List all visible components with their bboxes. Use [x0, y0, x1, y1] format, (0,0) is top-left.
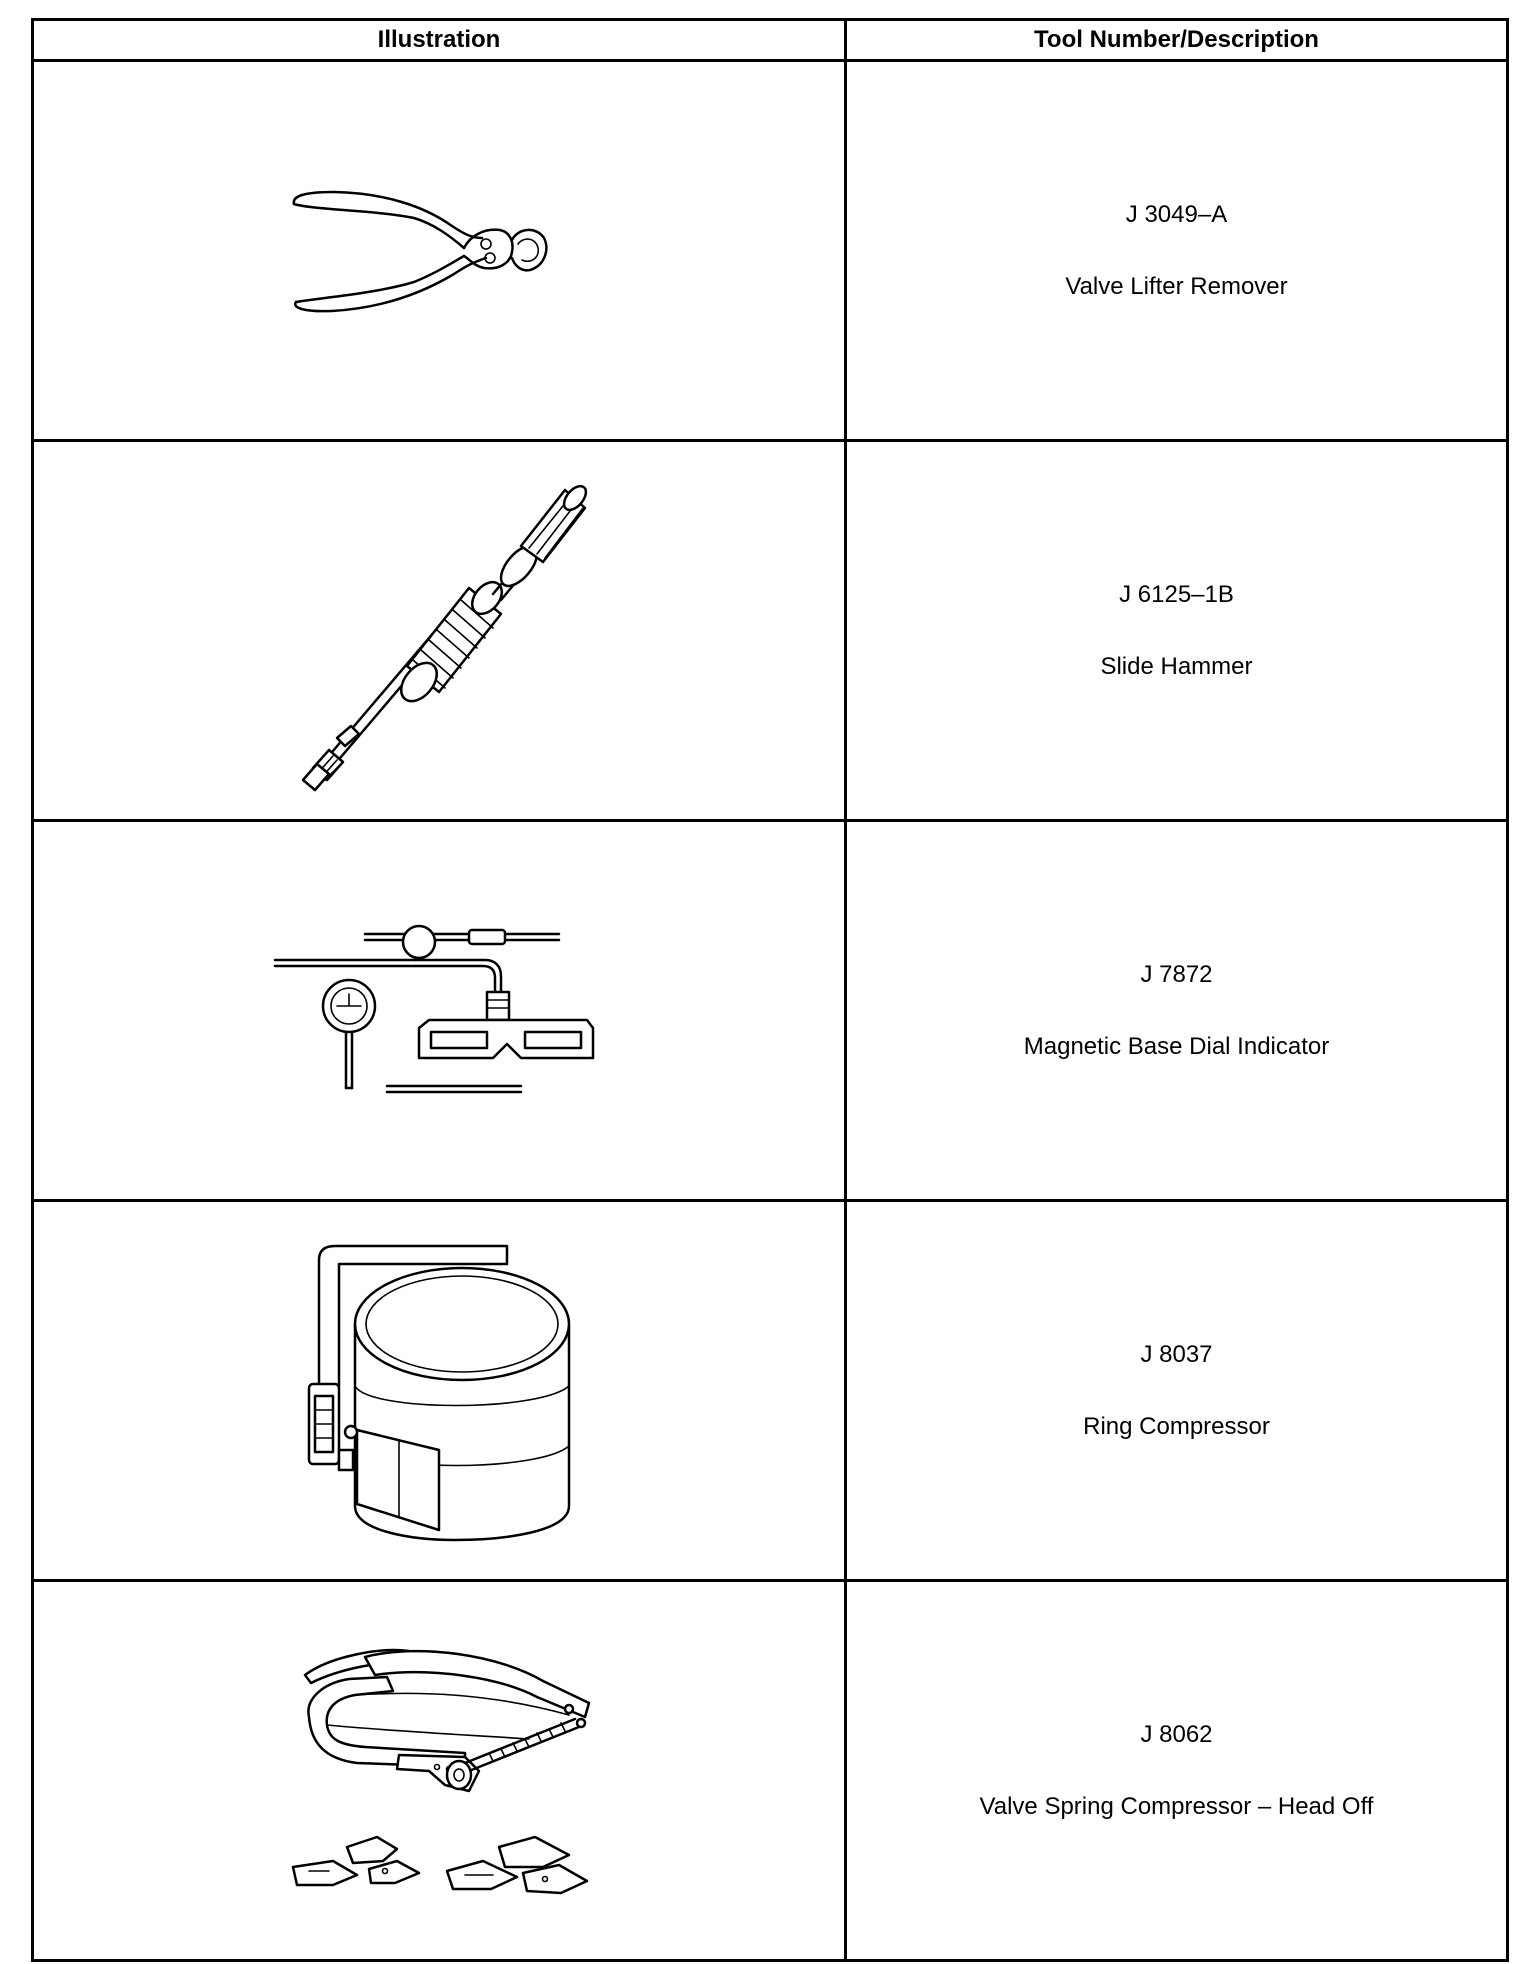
ring-compressor-icon [307, 1244, 571, 1541]
pliers-icon [292, 190, 548, 312]
tool-number: J 8062 [1140, 1720, 1213, 1748]
description-cell: J 6125–1B Slide Hammer [844, 439, 1509, 822]
table-row: J 3049–A Valve Lifter Remover [31, 59, 1509, 442]
illustration-cell [31, 1199, 847, 1582]
table-header-row: Illustration Tool Number/Description [31, 18, 1509, 62]
tool-description: Ring Compressor [1083, 1412, 1270, 1440]
illustration-cell [31, 1579, 847, 1962]
tool-number: J 8037 [1140, 1340, 1213, 1368]
illustration-cell [31, 819, 847, 1202]
description-cell: J 8062 Valve Spring Compressor – Head Of… [844, 1579, 1509, 1962]
description-cell: J 8037 Ring Compressor [844, 1199, 1509, 1582]
illustration-cell [31, 59, 847, 442]
tools-table: Illustration Tool Number/Description [31, 18, 1509, 1962]
table-row: J 7872 Magnetic Base Dial Indicator [31, 819, 1509, 1202]
header-description: Tool Number/Description [844, 18, 1509, 62]
table-row: J 8062 Valve Spring Compressor – Head Of… [31, 1579, 1509, 1962]
slide-hammer-icon [301, 484, 588, 791]
tool-description: Slide Hammer [1100, 652, 1253, 680]
tool-number: J 7872 [1140, 960, 1213, 988]
tool-description: Magnetic Base Dial Indicator [1023, 1032, 1330, 1060]
dial-indicator-icon [273, 924, 595, 1093]
tool-number: J 3049–A [1125, 200, 1228, 228]
tool-description: Valve Spring Compressor – Head Off [979, 1792, 1374, 1820]
valve-spring-compressor-icon [291, 1648, 591, 1894]
tool-number: J 6125–1B [1119, 580, 1234, 608]
description-cell: J 7872 Magnetic Base Dial Indicator [844, 819, 1509, 1202]
table-row: J 8037 Ring Compressor [31, 1199, 1509, 1582]
illustration-cell [31, 439, 847, 822]
table-row: J 6125–1B Slide Hammer [31, 439, 1509, 822]
tool-description: Valve Lifter Remover [1065, 272, 1288, 300]
header-illustration: Illustration [31, 18, 847, 62]
description-cell: J 3049–A Valve Lifter Remover [844, 59, 1509, 442]
